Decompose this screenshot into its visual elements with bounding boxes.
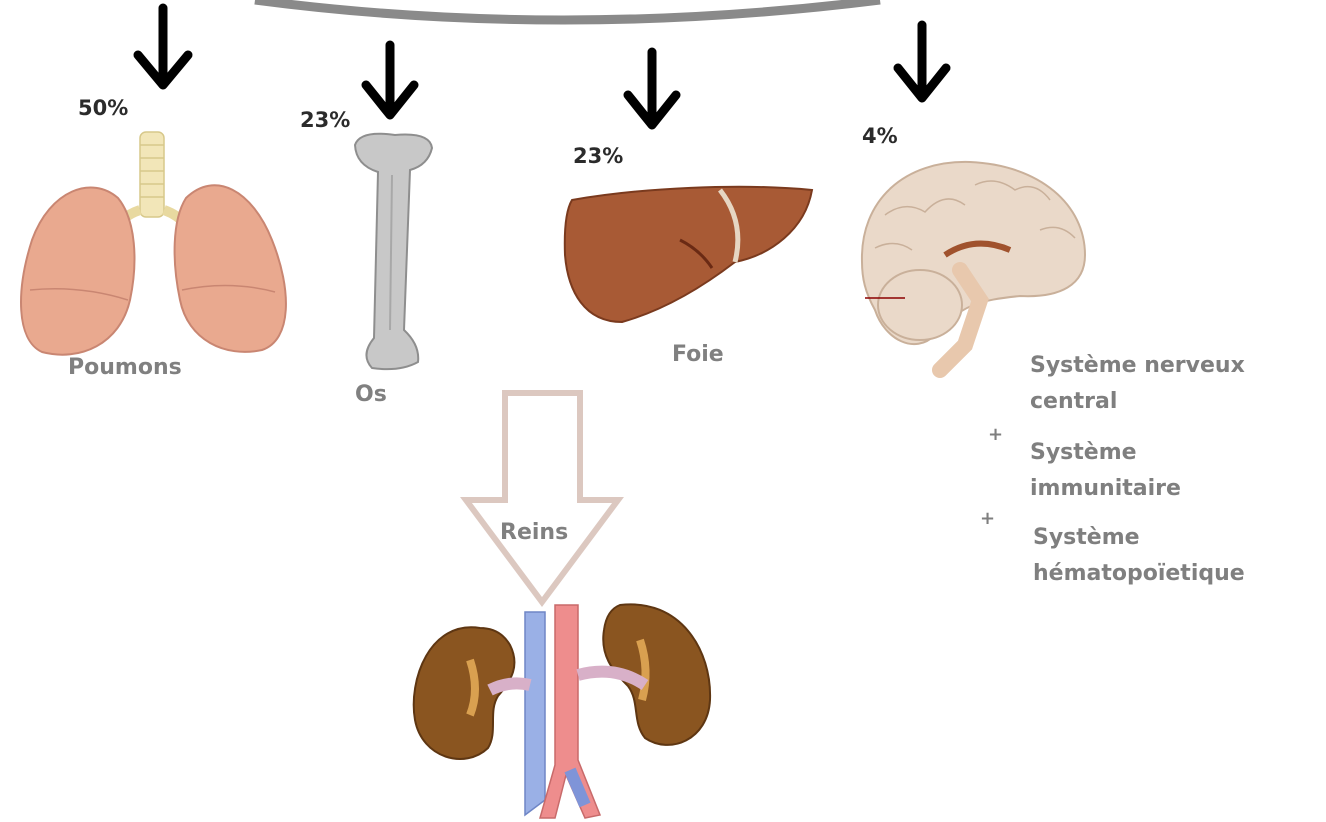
plus-sign-2: + (980, 508, 995, 529)
arrow-to-lungs (138, 8, 188, 85)
arrow-to-brain (898, 25, 946, 98)
arrow-to-liver (628, 52, 676, 125)
kidneys-image (414, 604, 710, 818)
brain-image (862, 162, 1085, 370)
plus-sign-1: + (988, 424, 1003, 445)
immune-text: Système immunitaire (1030, 435, 1181, 507)
bone-label: Os (355, 382, 387, 407)
immune-line1: Système (1030, 435, 1181, 471)
arrow-to-bone (366, 45, 414, 115)
kidneys-label: Reins (500, 520, 568, 545)
top-arc (255, 0, 880, 20)
immune-line2: immunitaire (1030, 471, 1181, 507)
liver-image (565, 187, 812, 322)
cns-line1: Système nerveux (1030, 348, 1245, 384)
hemato-line1: Système (1033, 520, 1245, 556)
liver-percentage: 23% (573, 144, 623, 168)
brain-percentage: 4% (862, 124, 898, 148)
cns-line2: central (1030, 384, 1245, 420)
cns-text: Système nerveux central (1030, 348, 1245, 420)
lungs-image (21, 132, 286, 355)
hemato-line2: hématopoïetique (1033, 556, 1245, 592)
bone-percentage: 23% (300, 108, 350, 132)
hemato-text: Système hématopoïetique (1033, 520, 1245, 592)
lungs-label: Poumons (68, 355, 182, 380)
bone-image (355, 134, 432, 369)
liver-label: Foie (672, 342, 724, 367)
lungs-percentage: 50% (78, 96, 128, 120)
hollow-arrow (466, 393, 618, 602)
